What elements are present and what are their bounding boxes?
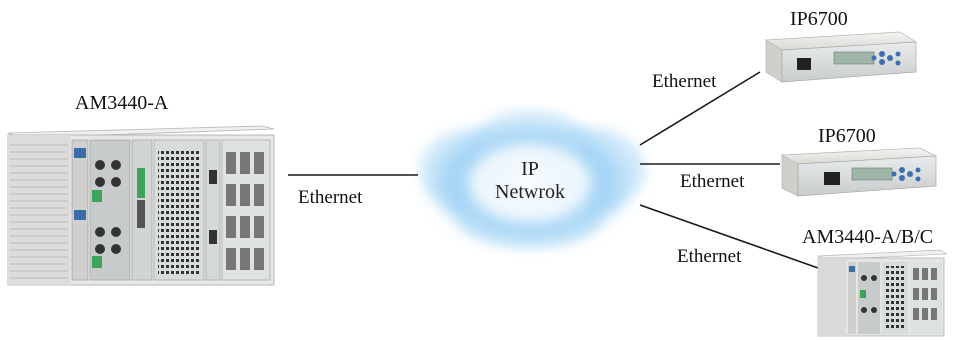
ip-network-line2: Netwrok — [495, 181, 565, 203]
ethernet-left-label: Ethernet — [298, 187, 363, 208]
link-bottom-right-line — [639, 204, 819, 269]
ethernet-mid-right-label: Ethernet — [680, 171, 745, 192]
am3440-main-chassis-image — [7, 125, 275, 286]
ip6700-middle-device-image — [780, 147, 938, 197]
ethernet-bottom-right-label: Ethernet — [677, 246, 742, 267]
am3440-main-label: AM3440-A — [75, 92, 169, 114]
link-top-right-line — [639, 71, 761, 146]
ip-network-cloud — [420, 110, 645, 248]
ip6700-top-label: IP6700 — [790, 8, 848, 30]
am3440-small-chassis-image — [816, 249, 948, 337]
am3440-abc-label: AM3440-A/B/C — [802, 226, 934, 248]
ip6700-middle-label: IP6700 — [818, 125, 876, 147]
ethernet-top-right-label: Ethernet — [652, 71, 717, 92]
ip-network-label: IP Netwrok — [470, 158, 590, 204]
ip6700-top-device-image — [764, 31, 918, 83]
ip-network-line1: IP — [521, 158, 539, 180]
